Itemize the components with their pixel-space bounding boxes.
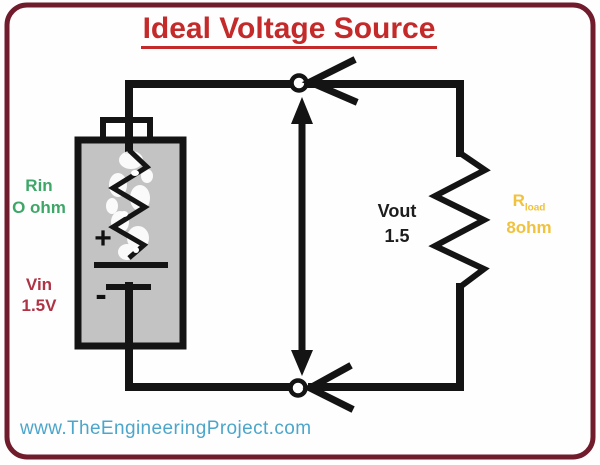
load-resistance-label: Rload 8ohm: [497, 191, 561, 238]
page-title: Ideal Voltage Source: [0, 12, 578, 49]
current-arrows: [301, 56, 359, 413]
wire-top-left: [125, 80, 298, 154]
website-link[interactable]: www.TheEngineeringProject.com: [20, 418, 312, 439]
wire-bottom-left: [125, 282, 298, 391]
rload-value: 8ohm: [506, 218, 552, 238]
wire-bottom-right: [308, 283, 464, 391]
wire-top-right: [304, 80, 464, 157]
arrow-up-icon: [291, 97, 313, 124]
circuit-wires: [125, 80, 464, 391]
source-voltage-label: Vin 1.5V: [6, 274, 72, 316]
arrow-down-icon: [291, 350, 313, 376]
rin-name: Rin: [25, 176, 53, 195]
top-current-arrow-icon: [301, 56, 359, 106]
output-voltage-label: Vout 1.5: [366, 199, 428, 249]
bottom-current-arrow-icon: [302, 362, 355, 413]
vout-name: Vout: [377, 201, 417, 221]
vin-name: Vin: [25, 275, 53, 294]
voltage-measure-arrow: [291, 97, 313, 376]
diagram-border: [4, 2, 596, 460]
vout-value: 1.5: [384, 226, 410, 246]
battery-minus-sign: -: [95, 276, 107, 314]
battery-plus-sign: +: [94, 222, 112, 255]
load-resistor: [428, 150, 491, 290]
internal-resistor: [108, 148, 152, 260]
rload-name: Rload: [512, 191, 546, 214]
vin-value: 1.5V: [21, 296, 57, 315]
rin-value: O ohm: [12, 198, 66, 217]
internal-resistance-label: Rin O ohm: [6, 175, 72, 219]
battery-plates: [94, 262, 168, 290]
